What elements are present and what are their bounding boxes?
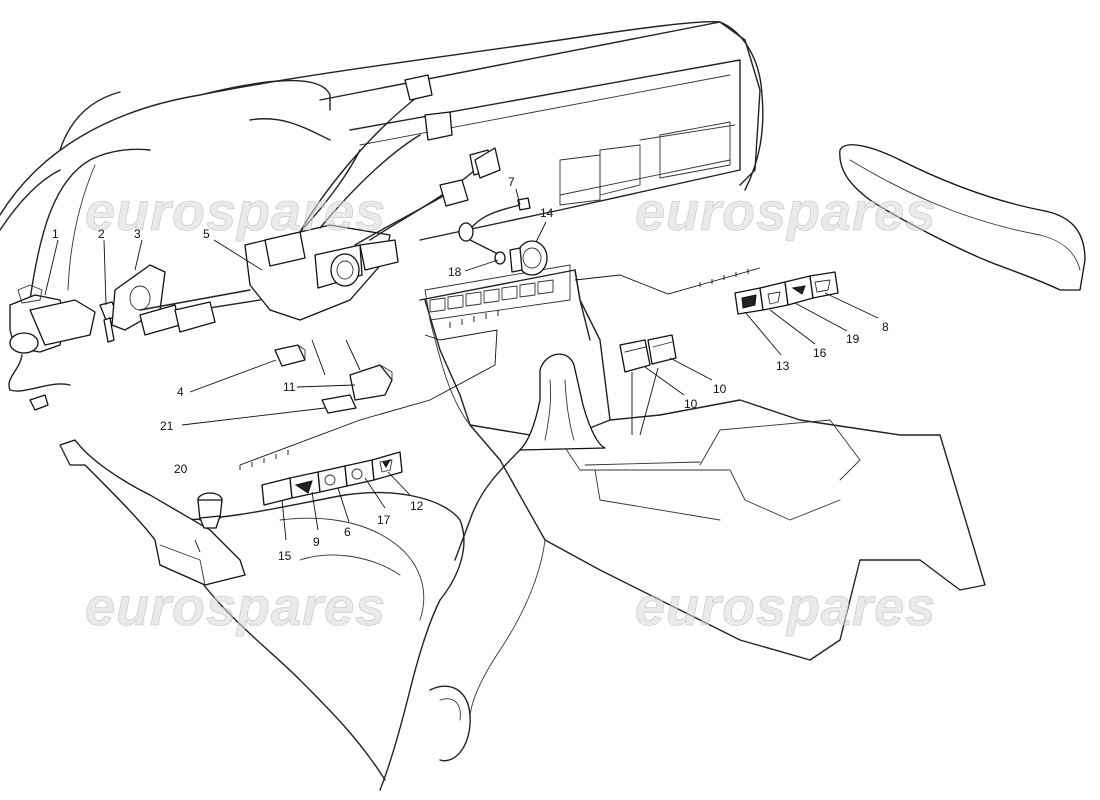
watermark-text: eurospares (635, 182, 936, 242)
callout-7: 7 (508, 175, 515, 189)
console-switch-slots (429, 279, 554, 313)
watermark-text: eurospares (635, 577, 936, 637)
callout-15: 15 (278, 549, 292, 563)
bulb-holder-18 (458, 222, 506, 265)
watermark-text: eurospares (85, 182, 386, 242)
gear-lever-boot (519, 353, 606, 451)
callout-18: 18 (448, 265, 462, 279)
wiring-harness (299, 74, 501, 246)
switch-row-right (734, 271, 839, 315)
callout-13: 13 (776, 359, 790, 373)
callout-leaders (44, 188, 879, 541)
switch-4 (274, 344, 306, 367)
callout-16: 16 (813, 346, 827, 360)
callout-12: 12 (410, 499, 424, 513)
callout-labels: 1 2 3 5 7 14 18 4 11 21 20 15 9 6 17 12 … (52, 175, 889, 563)
callout-11: 11 (283, 380, 296, 394)
callout-5: 5 (203, 227, 210, 241)
combination-switch (139, 224, 399, 336)
watermark-text: eurospares (85, 577, 386, 637)
switch-row-left (261, 451, 403, 506)
watermark-layer: eurospares eurospares eurospares eurospa… (85, 182, 936, 638)
callout-2: 2 (98, 227, 105, 241)
callout-6: 6 (344, 525, 351, 539)
callout-21: 21 (160, 419, 174, 433)
ignition-switch (8, 284, 96, 411)
callout-3: 3 (134, 227, 141, 241)
bank-connector-lines (239, 267, 761, 470)
callout-4: 4 (177, 385, 184, 399)
callout-10: 10 (713, 382, 727, 396)
seat-outline (174, 491, 546, 791)
centre-console (419, 264, 986, 661)
dash-lamp-7 (469, 197, 531, 231)
callout-8: 8 (882, 320, 889, 334)
callout-20: 20 (174, 462, 188, 476)
window-switches-10 (619, 334, 677, 436)
callout-17: 17 (377, 513, 391, 527)
right-grab-handle (839, 144, 1086, 291)
arrow-switch-4 (311, 339, 326, 376)
callout-14: 14 (540, 206, 554, 220)
switch-21 (321, 394, 357, 414)
clock-gauge-14 (509, 240, 548, 276)
callout-1: 1 (52, 227, 59, 241)
callout-10: 10 (684, 397, 698, 411)
switch-20 (194, 492, 223, 553)
dashboard-outline (0, 21, 764, 301)
arrow-switch-11 (345, 339, 361, 371)
switch-11 (349, 364, 393, 401)
callout-19: 19 (846, 332, 860, 346)
callout-9: 9 (313, 535, 320, 549)
